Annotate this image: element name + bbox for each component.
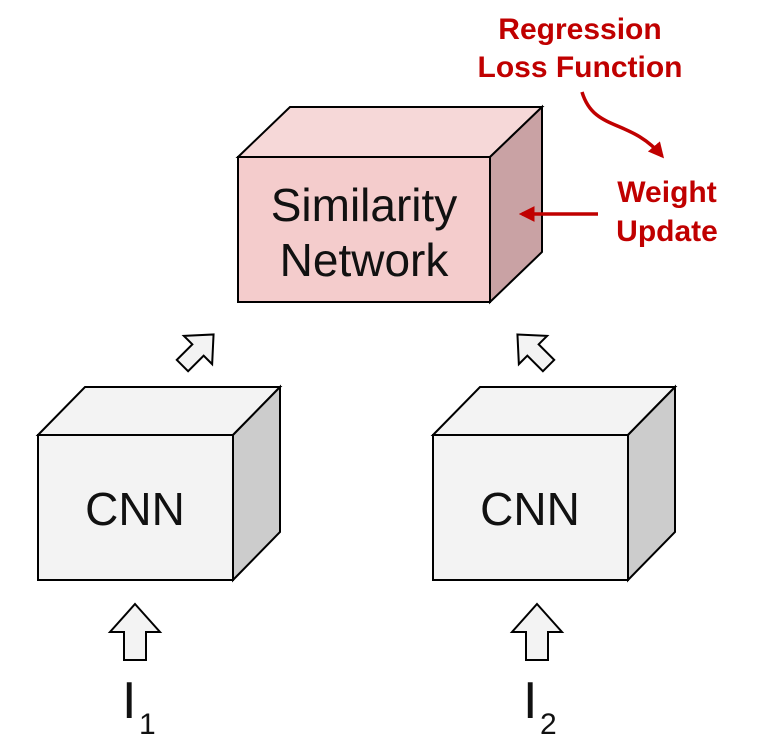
cnn-right-block: CNN	[430, 384, 678, 583]
cnn-right-label: CNN	[480, 483, 580, 535]
cnn-left-front-face	[37, 434, 234, 581]
input-right-base: I	[523, 672, 537, 730]
similarity-network-label-line2: Network	[280, 234, 450, 286]
diagonal-arrow-icon	[516, 333, 556, 373]
regression-loss-line1: Regression	[498, 13, 661, 46]
up-arrow-icon	[107, 602, 163, 661]
input-label-left: I 1	[122, 672, 156, 741]
similarity-network-block: Similarity Network	[235, 104, 545, 305]
cnn-left-label: CNN	[85, 483, 185, 535]
weight-update-line1: Weight	[617, 176, 716, 209]
diagonal-arrow-icon	[175, 333, 215, 373]
weight-update-line2: Update	[616, 215, 718, 248]
up-arrow-icon	[509, 602, 565, 661]
cnn-left-block: CNN	[35, 384, 283, 583]
similarity-network-label-line1: Similarity	[271, 179, 458, 231]
curved-arrow-icon	[580, 91, 665, 159]
cnn-right-front-face	[432, 434, 629, 581]
regression-loss-line2: Loss Function	[478, 51, 683, 84]
regression-loss-annotation: Regression Loss Function	[478, 13, 683, 84]
input-left-base: I	[122, 672, 136, 730]
input-left-subscript: 1	[139, 708, 156, 741]
weight-update-annotation: Weight Update	[616, 176, 718, 248]
input-label-right: I 2	[523, 672, 557, 741]
input-right-subscript: 2	[540, 708, 557, 741]
similarity-network-front-face	[237, 156, 491, 303]
